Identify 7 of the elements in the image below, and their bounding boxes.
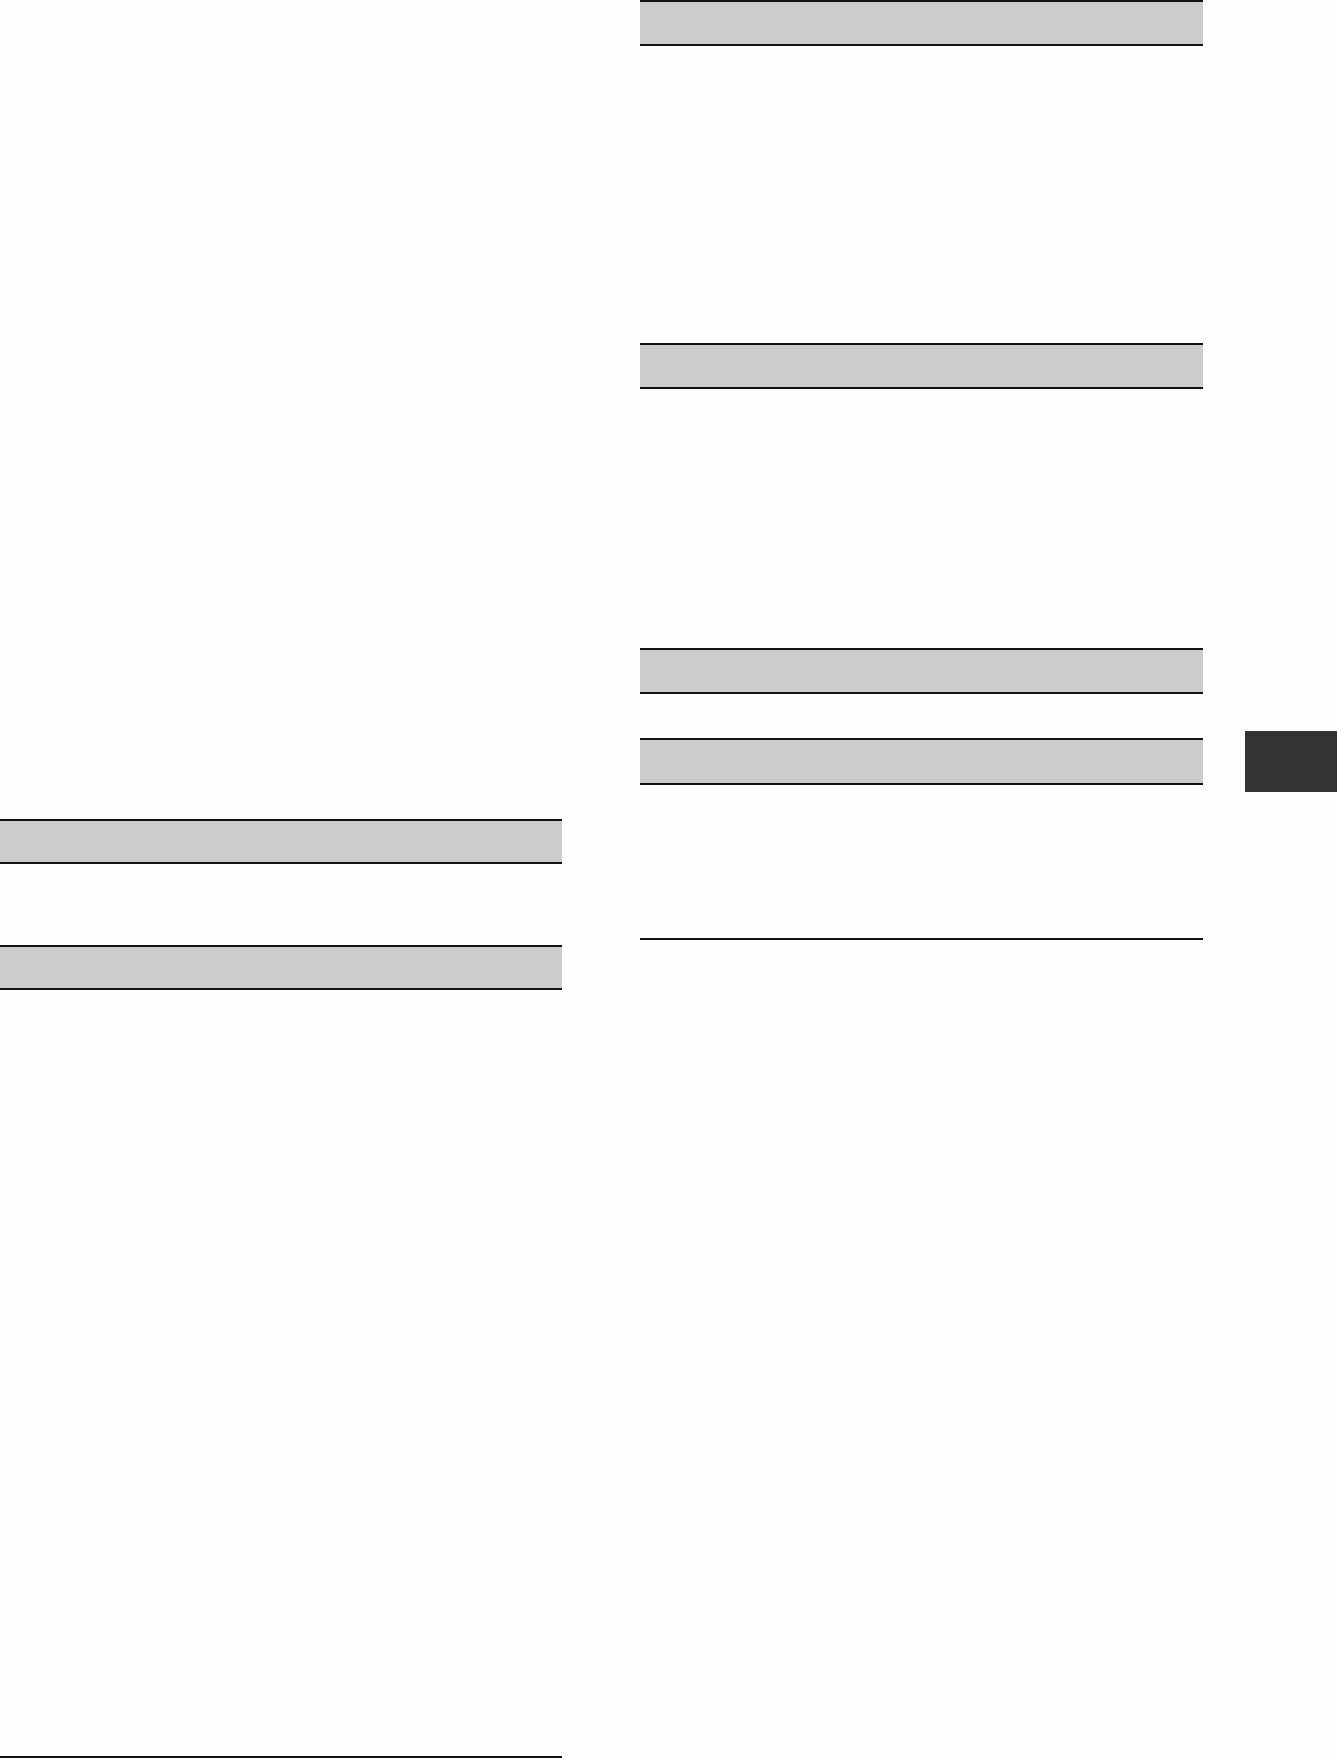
section-header-bar [0, 945, 562, 990]
section-header-bar [640, 648, 1203, 694]
section-header-bar [640, 0, 1203, 46]
section-header-bar [640, 738, 1203, 785]
chapter-tab [1245, 731, 1337, 792]
section-header-bar [640, 343, 1203, 389]
section-header-bar [0, 819, 562, 864]
